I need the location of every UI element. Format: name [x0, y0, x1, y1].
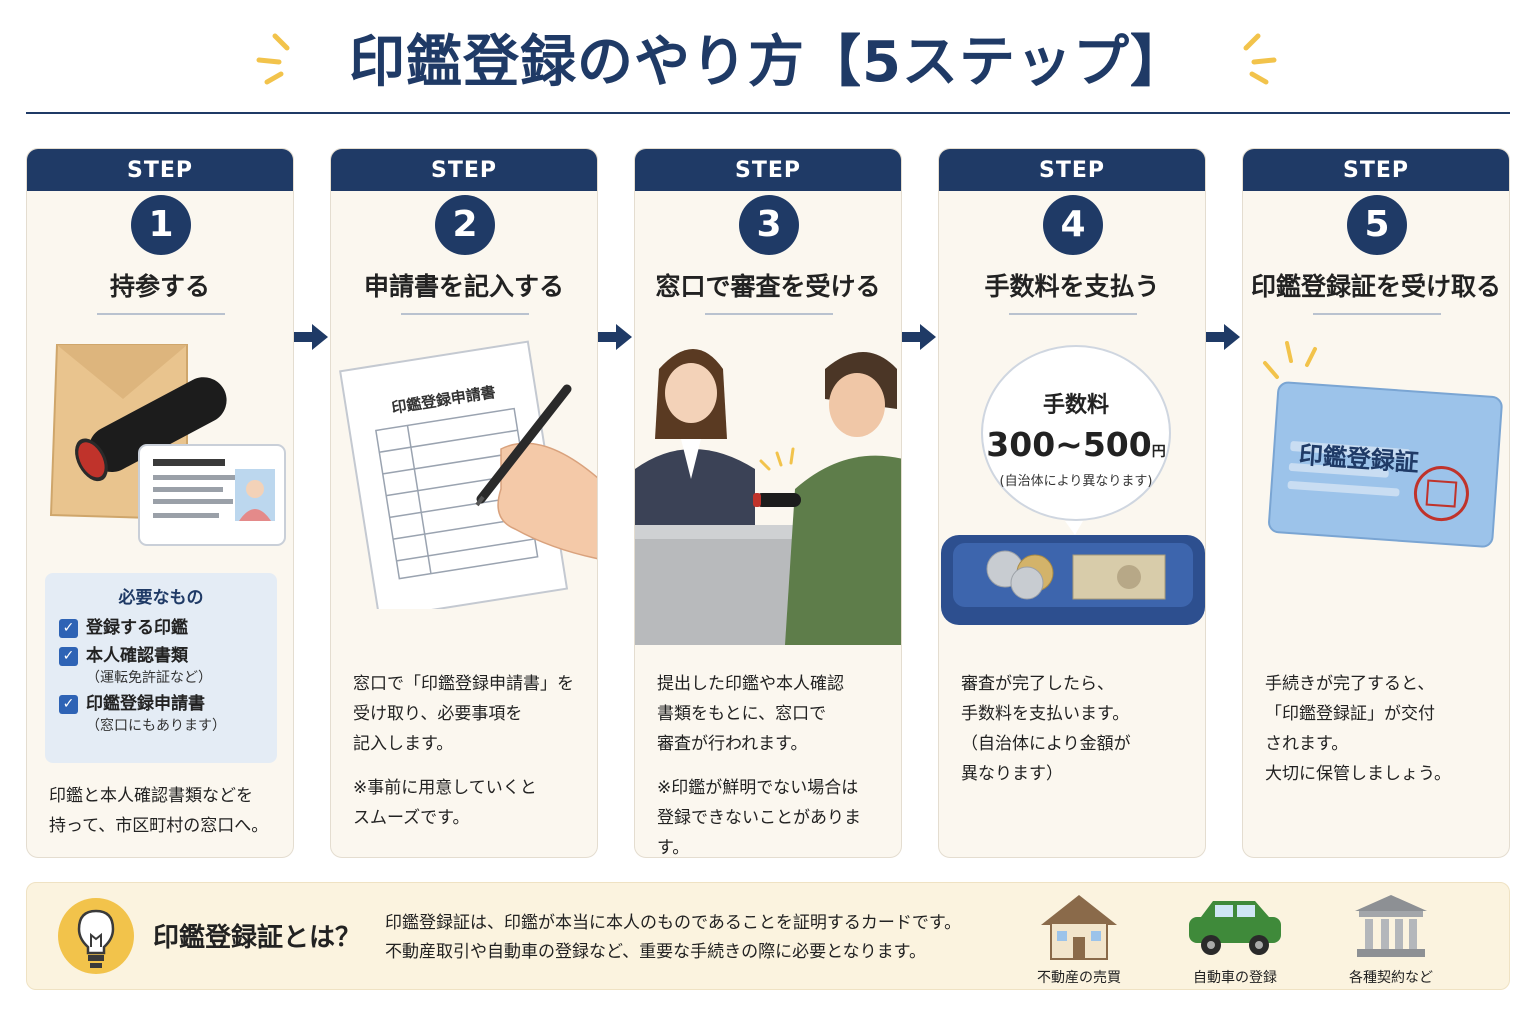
step-label: STEP	[27, 149, 293, 191]
use-case-label: 自動車の登録	[1193, 970, 1277, 986]
footer-use-case: 不動産の売買	[1019, 891, 1139, 987]
step-description: 印鑑と本人確認書類などを 持って、市区町村の窓口へ。	[49, 781, 283, 841]
arrow-right-icon	[902, 324, 936, 350]
counter-review-illustration	[635, 329, 901, 645]
checkbox-checked-icon: ✓	[59, 647, 78, 666]
page-header: 印鑑登録のやり方【5ステップ】	[0, 18, 1536, 108]
required-items-box: 必要なもの ✓ 登録する印鑑 ✓ 本人確認書類 （運転免許証など） ✓ 印鑑登録…	[45, 573, 277, 763]
step-description: 窓口で「印鑑登録申請書」を 受け取り、必要事項を 記入します。 ※事前に用意して…	[353, 669, 587, 833]
step-body-text: 提出した印鑑や本人確認 書類をもとに、窓口で 審査が行われます。	[657, 674, 844, 754]
info-footer: 印鑑登録証とは？ 印鑑登録証は、印鑑が本当に本人のものであることを証明するカード…	[26, 882, 1510, 990]
required-item-note: （窓口にもあります）	[86, 718, 226, 734]
step-card-5: STEP 5 印鑑登録証を受け取る 印鑑登録証 手続きが完了すると、 「印鑑登録…	[1242, 148, 1510, 858]
footer-description: 印鑑登録証は、印鑑が本当に本人のものであることを証明するカードです。 不動産取引…	[385, 909, 961, 967]
step-description: 手続きが完了すると、 「印鑑登録証」が交付 されます。 大切に保管しましょう。	[1265, 669, 1499, 789]
required-item-label: 印鑑登録申請書	[86, 694, 205, 714]
payment-tray-illustration	[941, 521, 1205, 625]
step-number: 3	[739, 195, 799, 255]
required-item: ✓ 登録する印鑑	[59, 616, 263, 640]
footer-use-case: 自動車の登録	[1175, 891, 1295, 987]
bank-icon	[1355, 895, 1427, 957]
fee-amount-value: 300~500	[986, 425, 1152, 464]
seal-and-id-illustration	[49, 344, 286, 546]
step-card-4: STEP 4 手数料を支払う 手数料 300~500円 (自治体により異なります…	[938, 148, 1206, 858]
checkbox-checked-icon: ✓	[59, 619, 78, 638]
step-title: 手数料を支払う	[984, 272, 1160, 301]
step-label: STEP	[331, 149, 597, 191]
fee-speech-bubble: 手数料 300~500円 (自治体により異なります)	[981, 345, 1171, 521]
required-item-label: 登録する印鑑	[86, 618, 188, 638]
step-label: STEP	[939, 149, 1205, 191]
footer-description-line: 印鑑登録証は、印鑑が本当に本人のものであることを証明するカードです。	[385, 913, 962, 933]
step-card-2: STEP 2 申請書を記入する 印鑑登録申請書 窓口で「印鑑登録申請書」を 受け…	[330, 148, 598, 858]
use-case-label: 各種契約など	[1349, 970, 1433, 986]
sparkle-right-icon	[1243, 33, 1277, 85]
sparkle-left-icon	[256, 33, 290, 85]
step-title-divider	[97, 313, 225, 315]
car-icon	[1189, 901, 1281, 955]
arrow-right-icon	[598, 324, 632, 350]
step-title: 申請書を記入する	[363, 272, 564, 301]
step-label: STEP	[635, 149, 901, 191]
step-note-text: ※印鑑が鮮明でない場合は 登録できないことがあります。	[657, 778, 861, 858]
step-body-text: 審査が完了したら、 手数料を支払います。 （自治体により金額が 異なります）	[961, 674, 1131, 784]
required-item-note: （運転免許証など）	[86, 670, 212, 686]
step-title: 窓口で審査を受ける	[655, 272, 881, 301]
lightbulb-icon	[58, 898, 134, 974]
step-note-text: ※事前に用意していくと スムーズです。	[353, 778, 537, 828]
step-description: 提出した印鑑や本人確認 書類をもとに、窓口で 審査が行われます。 ※印鑑が鮮明で…	[657, 669, 891, 858]
fee-amount: 300~500円	[983, 425, 1169, 464]
application-form-illustration	[339, 340, 597, 609]
page-title: 印鑑登録のやり方【5ステップ】	[349, 30, 1187, 95]
step-label: STEP	[1243, 149, 1509, 191]
fee-note: (自治体により異なります)	[999, 474, 1153, 489]
step-title-divider	[401, 313, 529, 315]
fee-label: 手数料	[1042, 393, 1109, 418]
step-number: 4	[1043, 195, 1103, 255]
step-title-divider	[1313, 313, 1441, 315]
step-card-3: STEP 3 窓口で審査を受ける 提出した印鑑や本人確認 書類をもとに、窓口で …	[634, 148, 902, 858]
required-item-label: 本人確認書類	[86, 646, 188, 666]
required-item: ✓ 本人確認書類 （運転免許証など）	[59, 644, 263, 688]
registration-card-illustration	[1263, 341, 1503, 548]
footer-title: 印鑑登録証とは？	[153, 923, 362, 953]
step-description: 審査が完了したら、 手数料を支払います。 （自治体により金額が 異なります）	[961, 669, 1195, 789]
step-number: 2	[435, 195, 495, 255]
step-number: 1	[131, 195, 191, 255]
arrow-right-icon	[1206, 324, 1240, 350]
arrow-right-icon	[294, 324, 328, 350]
step-card-1: STEP 1 持参する 必要なもの ✓ 登録する印鑑 ✓ 本	[26, 148, 294, 858]
house-icon	[1041, 895, 1117, 960]
fee-unit: 円	[1151, 444, 1166, 460]
step-title-divider	[705, 313, 833, 315]
footer-description-line: 不動産取引や自動車の登録など、重要な手続きの際に必要となります。	[385, 942, 926, 962]
step-title: 印鑑登録証を受け取る	[1250, 272, 1501, 301]
use-case-label: 不動産の売買	[1037, 970, 1121, 986]
required-items-title: 必要なもの	[118, 588, 204, 608]
footer-use-case: 各種契約など	[1331, 891, 1451, 987]
checkbox-checked-icon: ✓	[59, 695, 78, 714]
title-divider	[26, 112, 1510, 114]
step-body-text: 印鑑と本人確認書類などを 持って、市区町村の窓口へ。	[49, 786, 269, 836]
step-body-text: 手続きが完了すると、 「印鑑登録証」が交付 されます。 大切に保管しましょう。	[1265, 674, 1451, 784]
required-item: ✓ 印鑑登録申請書 （窓口にもあります）	[59, 692, 263, 736]
step-title: 持参する	[109, 272, 210, 301]
step-title-divider	[1009, 313, 1137, 315]
step-body-text: 窓口で「印鑑登録申請書」を 受け取り、必要事項を 記入します。	[353, 674, 574, 754]
step-number: 5	[1347, 195, 1407, 255]
